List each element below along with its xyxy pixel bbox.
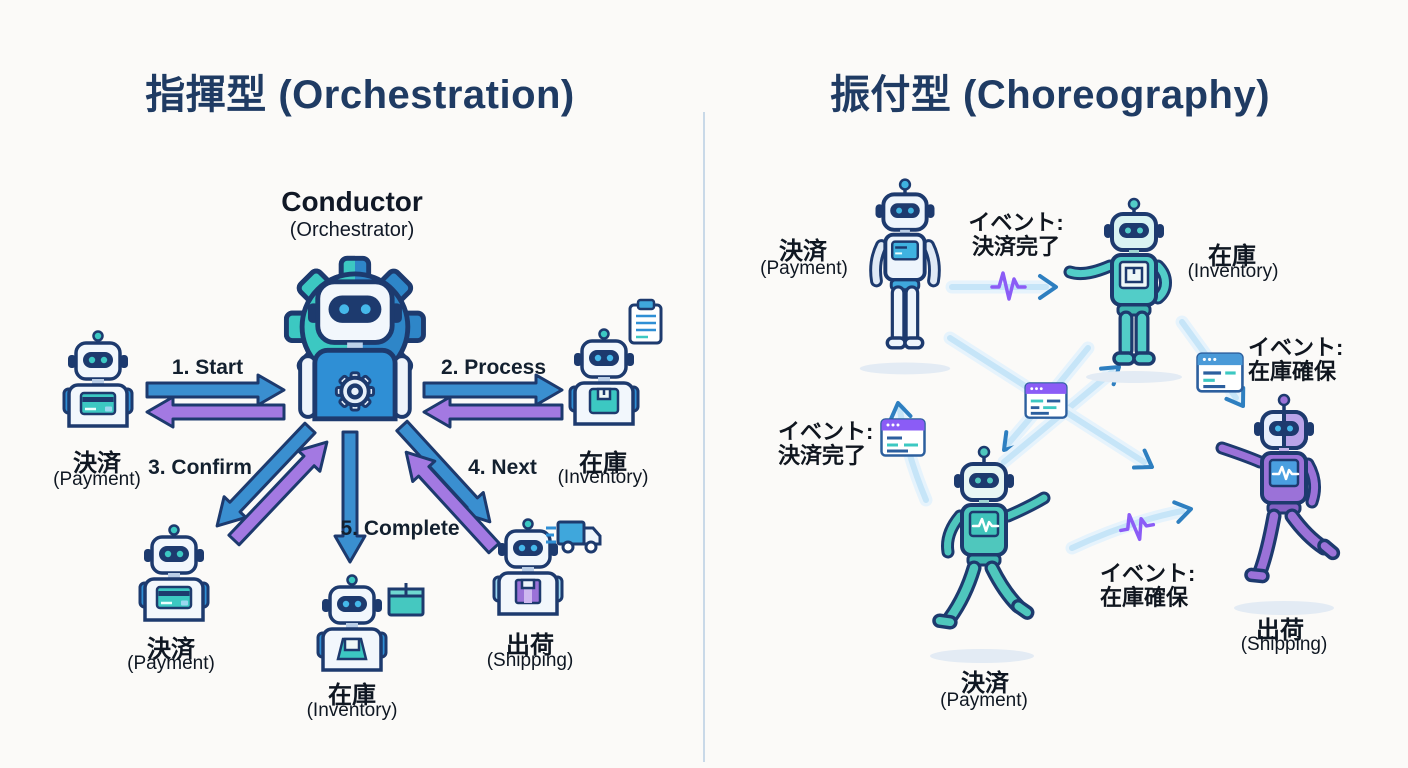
inventory-agent-robot-icon xyxy=(1063,197,1182,383)
service-label-jp: 在庫 xyxy=(328,682,376,709)
event-label-line1: イベント: xyxy=(778,419,874,444)
service-label-jp: 決済 xyxy=(73,450,121,477)
step-label-next: 4. Next xyxy=(468,456,537,479)
payment-agent-robot-icon xyxy=(859,178,951,375)
arrow-start-pair xyxy=(145,373,286,429)
payment-service-robot-icon xyxy=(138,524,210,622)
service-label-en: (Shipping) xyxy=(486,650,574,671)
service-label-en: (Payment) xyxy=(53,469,141,490)
event-label-line1: イベント: xyxy=(1248,335,1344,360)
event-flow-payment-bottom-to-shipping xyxy=(1065,500,1193,555)
event-label-line1: イベント: xyxy=(1100,561,1196,586)
step-label-confirm: 3. Confirm xyxy=(148,456,252,479)
clipboard-icon xyxy=(628,298,663,345)
service-label-jp: 決済 xyxy=(961,670,1009,697)
service-label-en: (Inventory) xyxy=(306,700,398,721)
event-label-inventory-secured-bottom: イベント: 在庫確保 xyxy=(1100,561,1210,611)
service-label-jp: 在庫 xyxy=(1208,243,1256,270)
package-icon xyxy=(387,583,425,617)
event-label-payment-done-top: イベント: 決済完了 xyxy=(963,210,1069,260)
event-label-line2: 在庫確保 xyxy=(1100,585,1189,611)
conductor-subtitle: (Orchestrator) xyxy=(289,219,415,241)
step-label-start: 1. Start xyxy=(171,356,244,379)
conductor-title: Conductor xyxy=(281,186,423,217)
truck-icon xyxy=(546,520,602,554)
step-label-process: 2. Process xyxy=(440,356,547,379)
left-panel-title: 指揮型 (Orchestration) xyxy=(145,73,575,117)
service-label-en: (Payment) xyxy=(940,690,1028,711)
service-label-en: (Inventory) xyxy=(1187,261,1279,282)
event-label-line2: 決済完了 xyxy=(778,443,867,469)
service-label-en: (Payment) xyxy=(760,258,848,279)
inventory-service-robot-icon xyxy=(316,574,388,672)
event-label-line2: 決済完了 xyxy=(971,234,1060,260)
event-flow-payment-to-inventory xyxy=(945,271,1058,301)
event-window-icon xyxy=(1024,382,1068,419)
service-label-jp: 在庫 xyxy=(579,450,627,477)
service-label-jp: 出荷 xyxy=(1256,617,1304,644)
right-panel-title: 振付型 (Choreography) xyxy=(829,73,1271,117)
arrow-confirm-pair xyxy=(215,421,329,547)
conductor-robot-gear-icon xyxy=(283,255,426,422)
panel-divider xyxy=(703,112,705,762)
event-label-line2: 在庫確保 xyxy=(1248,359,1337,385)
service-label-en: (Inventory) xyxy=(557,467,649,488)
service-label-en: (Payment) xyxy=(127,653,215,674)
service-label-jp: 決済 xyxy=(147,636,195,663)
event-label-inventory-secured-right: イベント: 在庫確保 xyxy=(1248,335,1358,385)
event-window-icon xyxy=(880,418,926,457)
arrow-next-pair xyxy=(395,419,501,555)
service-label-en: (Shipping) xyxy=(1240,634,1328,655)
event-window-icon xyxy=(1196,352,1244,393)
service-label-jp: 決済 xyxy=(779,238,827,265)
event-label-payment-done-left: イベント: 決済完了 xyxy=(778,419,888,469)
payment-service-robot-icon xyxy=(62,330,134,428)
arrow-process-pair xyxy=(422,373,564,429)
shipping-agent-robot-icon xyxy=(1215,393,1341,615)
event-label-line1: イベント: xyxy=(968,210,1064,235)
shipping-service-robot-icon xyxy=(492,518,564,616)
service-label-jp: 出荷 xyxy=(506,632,554,659)
inventory-service-robot-icon xyxy=(568,328,640,426)
step-label-complete: 5. Complete xyxy=(340,517,460,540)
payment-agent-robot-icon xyxy=(930,445,1051,663)
arrow-complete xyxy=(333,430,367,564)
